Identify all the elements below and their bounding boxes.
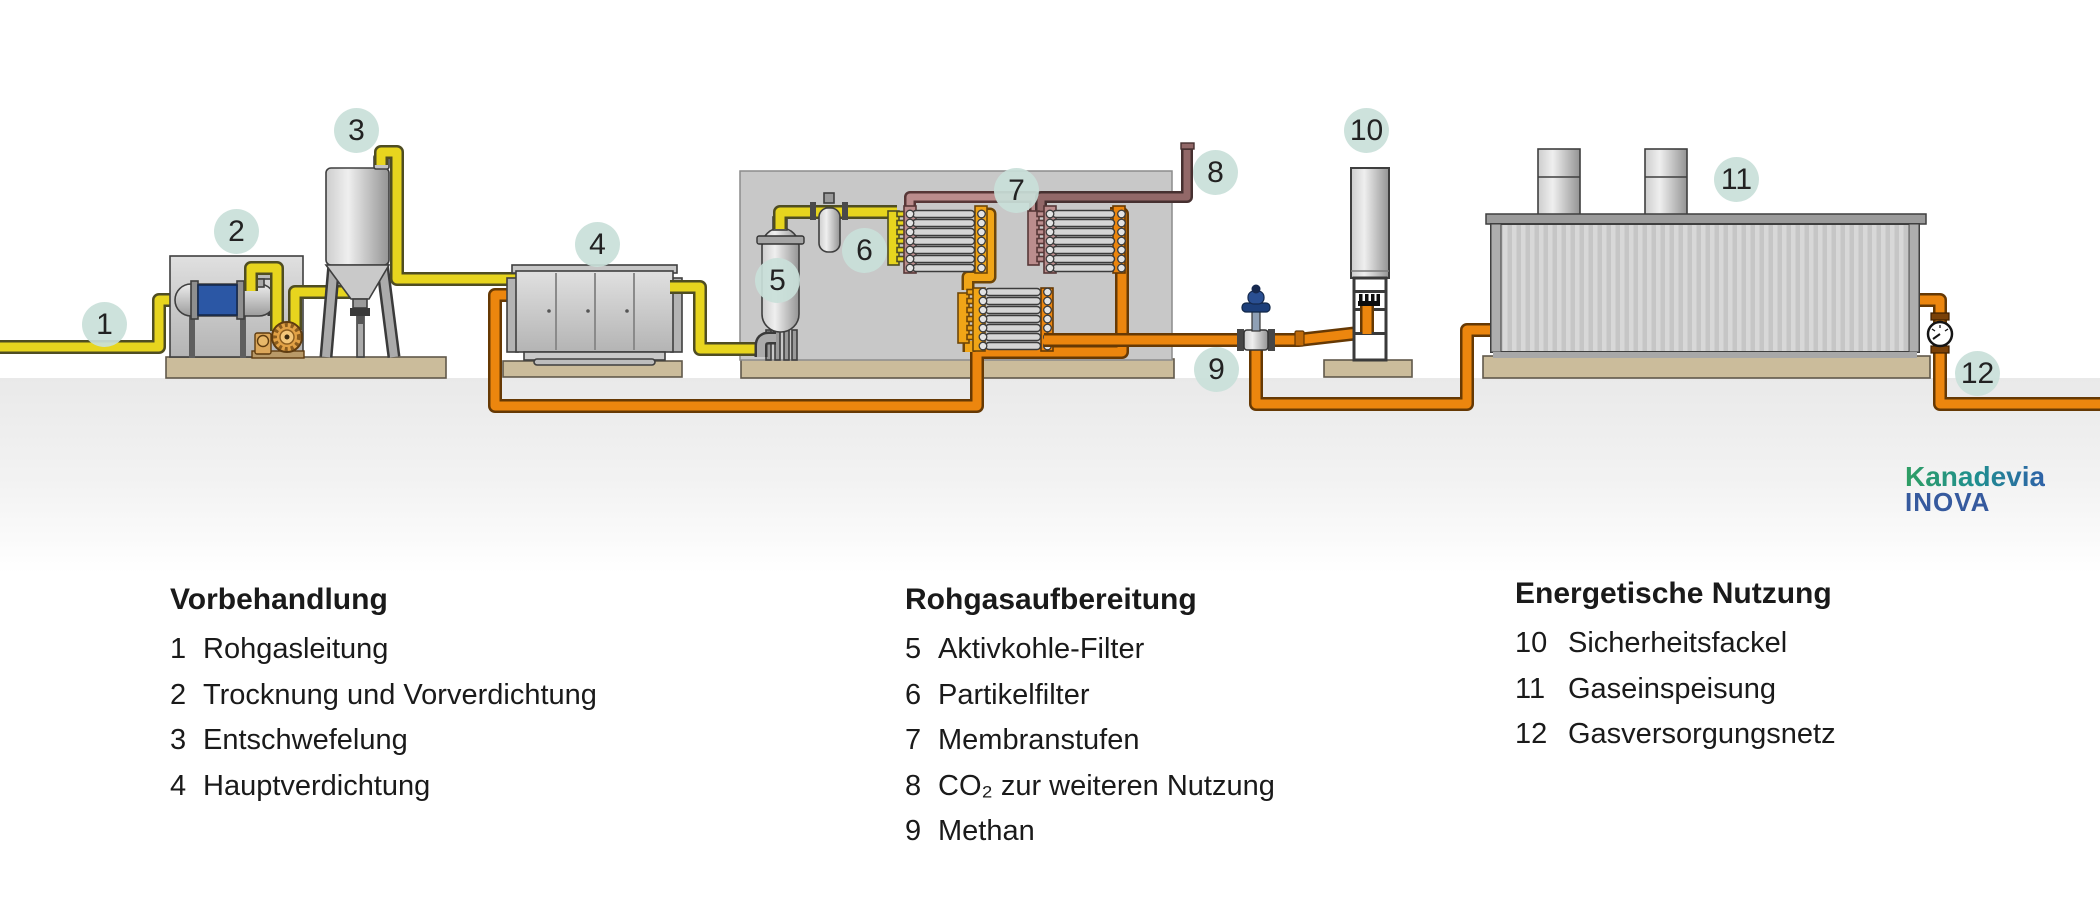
legend-item-number: 9 [905, 815, 922, 847]
safety-flare [1350, 167, 1390, 362]
legend-item-number: 4 [170, 769, 187, 802]
legend-item: 9 Methan [905, 809, 1275, 855]
legend-title: Energetische Nutzung [1515, 577, 1832, 610]
badge-7: 7 [994, 168, 1039, 213]
desulfurization-silo [319, 154, 401, 358]
legend-item-number: 2 [170, 678, 187, 711]
control-valve [1237, 284, 1275, 351]
ground [0, 378, 2100, 574]
legend-item-number: 3 [170, 724, 187, 756]
legend-item-label: Aktivkohle-Filter [938, 633, 1145, 665]
membrane-bank-2 [1027, 205, 1127, 274]
legend-item-number: 7 [905, 724, 922, 756]
legend-item-label: Partikelfilter [938, 678, 1090, 711]
logo-wordmark-inova: INOVA [1905, 487, 1991, 518]
legend-item-label: Trocknung und Vorverdichtung [203, 678, 597, 711]
legend-item: 3 Entschwefelung [170, 718, 597, 764]
co2-pipe-cap [1180, 142, 1195, 150]
legend-item: 7 Membranstufen [905, 718, 1275, 764]
legend-item: 12 Gasversorgungsnetz [1515, 712, 1836, 758]
legend-item-label: Membranstufen [938, 724, 1140, 756]
legend-item-number: 10 [1515, 627, 1548, 659]
company-logo: Kanadevia INOVA [1905, 462, 2045, 517]
badge-6: 6 [842, 228, 887, 273]
badge-11: 11 [1714, 157, 1759, 202]
legend-item-label: CO₂ zur weiteren Nutzung [938, 769, 1275, 802]
legend-item-label: Hauptverdichtung [203, 769, 431, 802]
particle-filter [810, 192, 848, 253]
logo-wordmark-kanadevia: Kanadevia [1905, 461, 2046, 492]
legend-column-gas-treatment: Rohgasaufbereitung 5 Aktivkohle-Filter 6… [905, 583, 1275, 855]
badge-2: 2 [214, 209, 259, 254]
legend-item-number: 5 [905, 633, 922, 665]
legend-column-energy-use: Energetische Nutzung 10 Sicherheitsfacke… [1515, 577, 1836, 758]
legend-item: 5 Aktivkohle-Filter [905, 627, 1275, 673]
legend-item-label: Methan [938, 815, 1035, 847]
legend-title: Vorbehandlung [170, 583, 388, 616]
legend-item-number: 8 [905, 769, 922, 802]
pipe-raw-gas-filtered [773, 205, 897, 229]
legend-item: 6 Partikelfilter [905, 673, 1275, 719]
gas-meter [1926, 312, 1954, 354]
membrane-bank-3 [957, 287, 1054, 352]
legend-item-label: Rohgasleitung [203, 633, 389, 665]
legend-item-label: Entschwefelung [203, 724, 408, 756]
legend-item-number: 12 [1515, 718, 1548, 750]
legend-item-number: 1 [170, 633, 187, 665]
main-compressor [506, 264, 683, 366]
legend-item-label: Gaseinspeisung [1568, 672, 1776, 705]
badge-12: 12 [1955, 351, 2000, 396]
pipe-raw-gas-compressed [670, 280, 757, 356]
gas-pump [251, 321, 305, 359]
badge-1: 1 [82, 302, 127, 347]
badge-5: 5 [755, 258, 800, 303]
pipe-raw-gas-silo-out [374, 145, 517, 286]
legend-column-pretreatment: Vorbehandlung 1 Rohgasleitung 2 Trocknun… [170, 583, 597, 809]
legend-item: 1 Rohgasleitung [170, 627, 597, 673]
legend-item-number: 11 [1515, 672, 1546, 705]
badge-3: 3 [334, 108, 379, 153]
gas-injection-building [1485, 148, 1927, 358]
badge-4: 4 [575, 222, 620, 267]
legend-item: 10 Sicherheitsfackel [1515, 621, 1836, 667]
membrane-bank-1 [887, 205, 988, 274]
legend-item-label: Gasversorgungsnetz [1568, 718, 1836, 750]
legend-item: 8 CO₂ zur weiteren Nutzung [905, 764, 1275, 810]
legend-item-number: 6 [905, 678, 922, 711]
badge-9: 9 [1194, 347, 1239, 392]
badge-10: 10 [1344, 108, 1389, 153]
badge-8: 8 [1193, 150, 1238, 195]
legend-item: 11 Gaseinspeisung [1515, 667, 1836, 713]
legend-item: 2 Trocknung und Vorverdichtung [170, 673, 597, 719]
legend-item: 4 Hauptverdichtung [170, 764, 597, 810]
pipe-co2-outlet [1035, 146, 1193, 213]
legend-title: Rohgasaufbereitung [905, 583, 1197, 616]
legend-item-label: Sicherheitsfackel [1568, 627, 1788, 659]
